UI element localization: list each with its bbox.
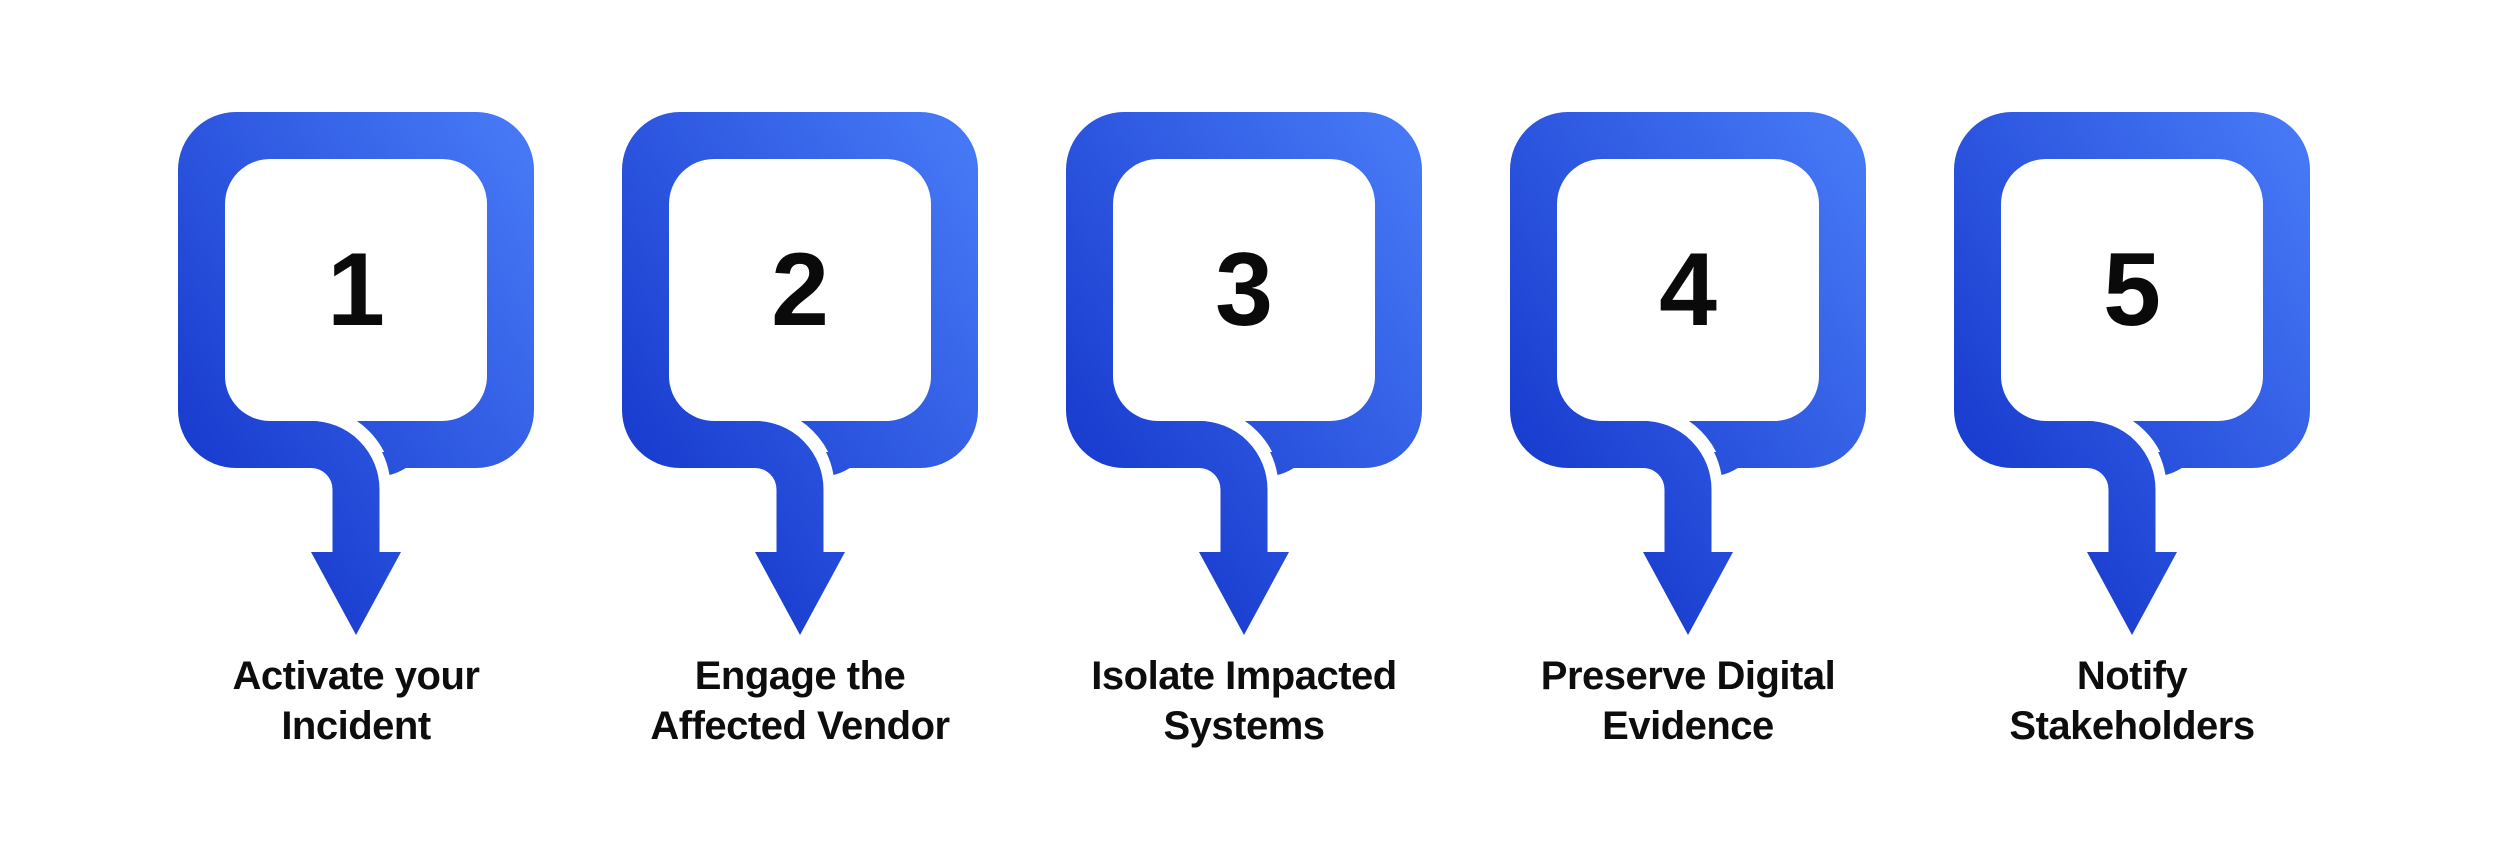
arrow-head xyxy=(311,552,401,635)
frame-inner xyxy=(669,159,931,421)
step-item-2: 2 Engage the Affected Vendor xyxy=(578,112,1022,751)
frame-gap xyxy=(1642,407,1726,490)
frame-end-flare xyxy=(382,452,420,475)
frame-end-flare xyxy=(1714,452,1752,475)
arrow-stem xyxy=(2054,421,2156,555)
arrow-stem xyxy=(1610,421,1712,555)
frame-end-flare xyxy=(1270,452,1308,475)
arrow-head xyxy=(2087,552,2177,635)
step-number: 1 xyxy=(327,232,385,348)
step-item-5: 5 Notify Stakeholders xyxy=(1910,112,2354,751)
step-number: 5 xyxy=(2103,232,2161,348)
step-arrow-frame-icon: 1 xyxy=(178,112,534,635)
frame-gap xyxy=(2086,407,2170,490)
step-label: Activate your Incident xyxy=(232,654,480,748)
frame-inner xyxy=(1113,159,1375,421)
step-number: 2 xyxy=(771,232,829,348)
arrow-head xyxy=(1643,552,1733,635)
arrow-stem xyxy=(722,421,824,555)
frame-gap xyxy=(1198,407,1282,490)
step-arrow-frame-icon: 4 xyxy=(1510,112,1866,635)
step-arrow-frame-icon: 2 xyxy=(622,112,978,635)
frame-inner xyxy=(2001,159,2263,421)
arrow-head xyxy=(1199,552,1289,635)
step-number: 3 xyxy=(1215,232,1273,348)
step-item-1: 1 Activate your Incident xyxy=(134,112,578,751)
frame-end-flare xyxy=(826,452,864,475)
frame-inner xyxy=(1557,159,1819,421)
step-arrow-frame-icon: 3 xyxy=(1066,112,1422,635)
step-arrow-frame-icon: 5 xyxy=(1954,112,2310,635)
step-number: 4 xyxy=(1659,232,1717,348)
step-label: Engage the Affected Vendor xyxy=(650,654,950,748)
frame-gap xyxy=(754,407,838,490)
arrow-head xyxy=(755,552,845,635)
step-item-4: 4 Preserve Digital Evidence xyxy=(1466,112,1910,751)
arrow-stem xyxy=(1166,421,1268,555)
steps-row: 1 Activate your Incident 2 Engage the Af… xyxy=(134,112,2354,751)
arrow-stem xyxy=(278,421,380,555)
frame-end-flare xyxy=(2158,452,2196,475)
frame-inner xyxy=(225,159,487,421)
step-label: Isolate Impacted Systems xyxy=(1091,654,1397,748)
step-label: Preserve Digital Evidence xyxy=(1540,654,1836,748)
step-label: Notify Stakeholders xyxy=(2009,654,2255,748)
frame-gap xyxy=(310,407,394,490)
step-item-3: 3 Isolate Impacted Systems xyxy=(1022,112,1466,751)
